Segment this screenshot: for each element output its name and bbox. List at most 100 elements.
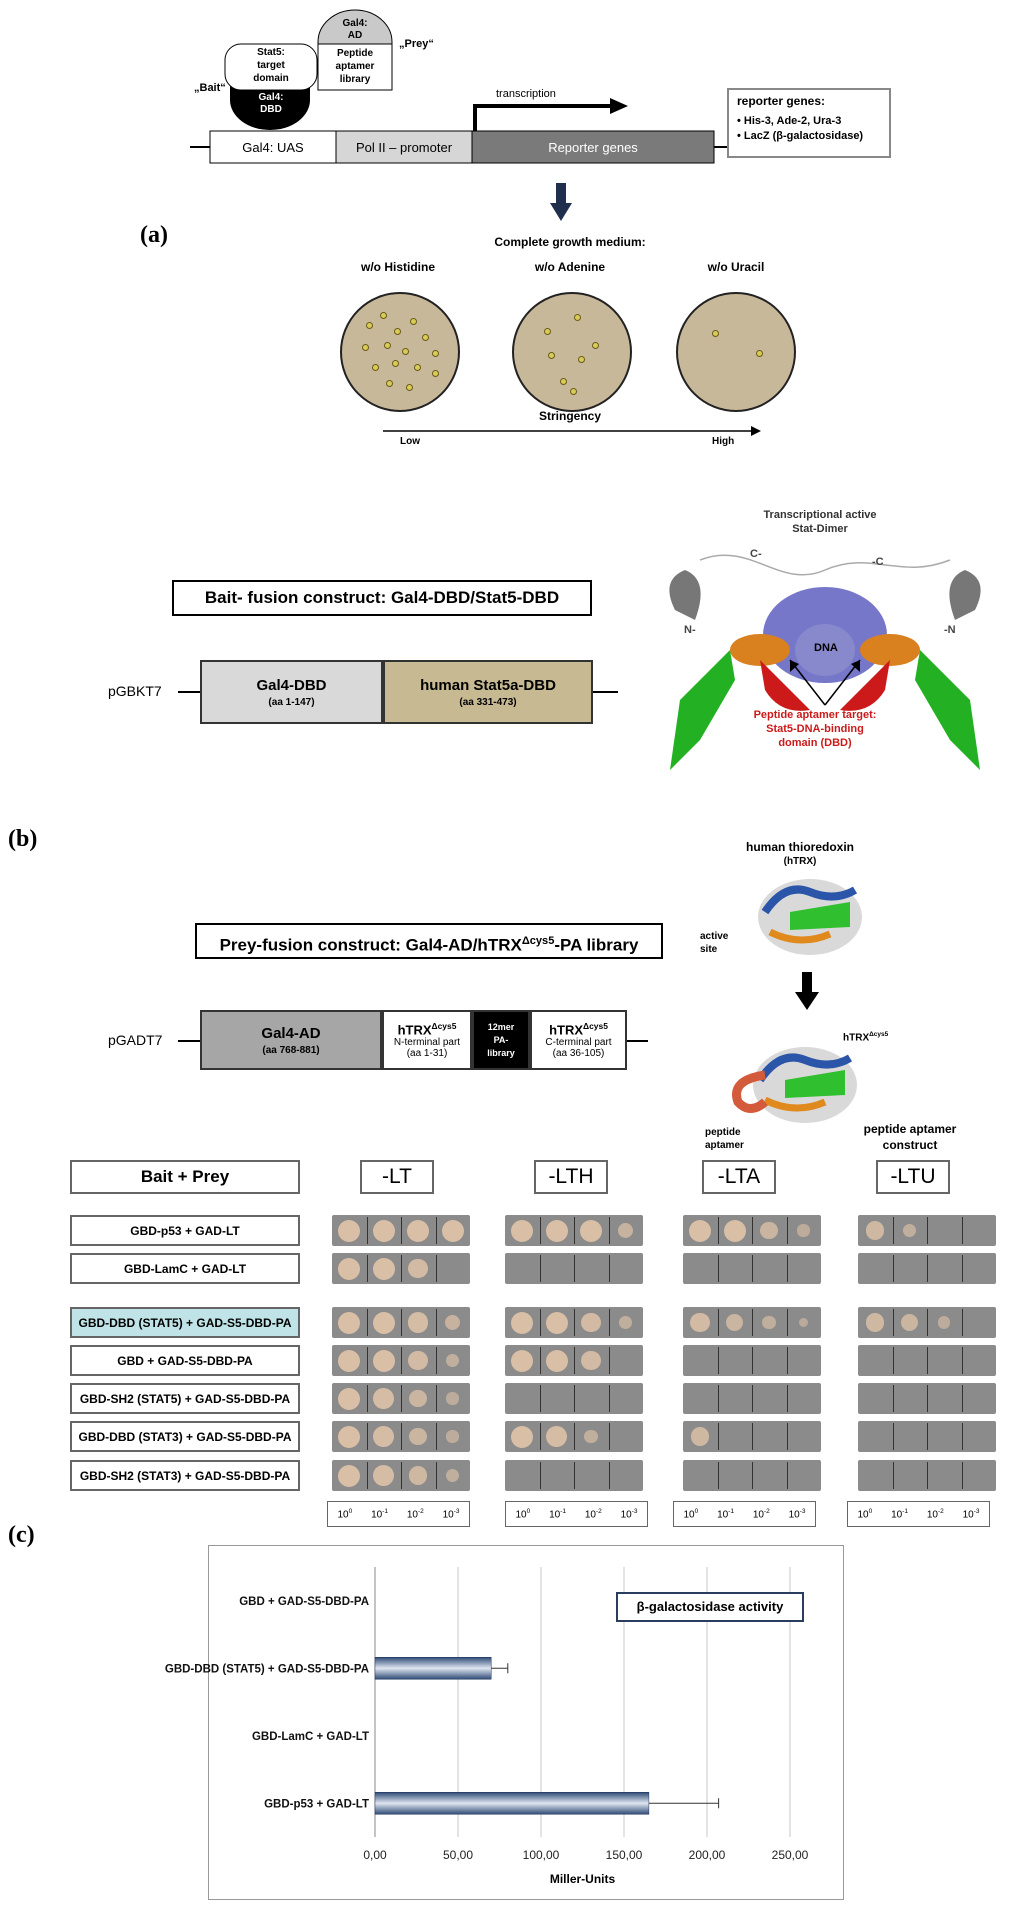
yeast-spot bbox=[338, 1425, 360, 1448]
n-terminus-right: -N bbox=[944, 624, 956, 636]
yeast-spot bbox=[511, 1219, 533, 1242]
bait-prey-row-label: GBD-LamC + GAD-LT bbox=[70, 1253, 300, 1284]
bait-tag: „Bait“ bbox=[194, 82, 226, 94]
gal4-ad-shape bbox=[317, 9, 393, 45]
plate-divider bbox=[539, 1217, 541, 1244]
chart-title-box: β-galactosidase activity bbox=[616, 1592, 804, 1622]
plate-divider bbox=[786, 1385, 788, 1412]
prey-tag: „Prey“ bbox=[399, 38, 434, 50]
plate-divider bbox=[892, 1309, 894, 1336]
yeast-spot bbox=[900, 1313, 918, 1331]
plate-divider bbox=[786, 1423, 788, 1450]
plate-divider bbox=[539, 1255, 541, 1282]
yeast-spot bbox=[617, 1222, 634, 1239]
reporter-box-title: reporter genes: bbox=[737, 94, 826, 108]
colony bbox=[362, 344, 369, 351]
plate-divider bbox=[717, 1423, 719, 1450]
dilution-label: 10-1 bbox=[891, 1507, 908, 1521]
x-tick-label: 200,00 bbox=[689, 1848, 726, 1862]
category-label: GBD-p53 + GAD-LT bbox=[264, 1798, 369, 1810]
low-label: Low bbox=[400, 436, 420, 447]
gal4-dbd-shape bbox=[230, 85, 310, 130]
plate-divider bbox=[927, 1385, 928, 1412]
x-tick-label: 50,00 bbox=[443, 1848, 473, 1862]
dilution-label: 10-2 bbox=[752, 1507, 770, 1521]
plate-divider bbox=[752, 1217, 753, 1244]
plate-divider bbox=[574, 1385, 575, 1412]
yeast-spot bbox=[581, 1312, 601, 1333]
n-terminus-left: N- bbox=[684, 624, 696, 636]
stringency-label: Stringency bbox=[538, 409, 601, 423]
dilution-label: 10-3 bbox=[620, 1507, 638, 1521]
aptamer-target-label: Peptide aptamer target: Stat5-DNA-bindin… bbox=[753, 709, 877, 749]
gal4-dbd-aa: (aa 1-147) bbox=[268, 696, 315, 708]
dilution-row: 100 10-1 10-2 10-3 bbox=[327, 1501, 470, 1527]
yeast-spot bbox=[797, 1224, 810, 1237]
spot-plate bbox=[332, 1421, 470, 1452]
htrx-sub: (hTRX) bbox=[783, 856, 817, 867]
bait-prey-header: Bait + Prey bbox=[70, 1160, 300, 1194]
down-arrow-icon bbox=[550, 183, 572, 221]
htrx-c-segment: hTRXΔcys5 C-terminal part (aa 36-105) bbox=[530, 1010, 627, 1070]
stat5-dbd-aa: (aa 331-473) bbox=[459, 696, 517, 708]
medium-header-lt: -LT bbox=[360, 1160, 434, 1194]
dilution-label: 100 bbox=[857, 1507, 873, 1521]
plate-divider bbox=[435, 1423, 437, 1450]
spot-plate bbox=[683, 1421, 821, 1452]
yeast-spot bbox=[723, 1219, 746, 1242]
plate-divider bbox=[892, 1385, 894, 1412]
spot-plate bbox=[858, 1383, 996, 1414]
dilution-label: 10-2 bbox=[406, 1507, 424, 1521]
plate-divider bbox=[608, 1255, 610, 1282]
plate-divider bbox=[401, 1347, 402, 1374]
x-tick-label: 150,00 bbox=[606, 1848, 643, 1862]
panel-label-a: (a) bbox=[140, 222, 168, 248]
plate-divider bbox=[539, 1385, 541, 1412]
yeast-spot bbox=[408, 1258, 428, 1279]
chart-frame bbox=[208, 1545, 844, 1900]
reporter-item: • His-3, Ade-2, Ura-3 bbox=[737, 115, 842, 127]
plate-divider bbox=[892, 1462, 894, 1489]
transcription-arrow bbox=[473, 104, 610, 131]
yeast-spot bbox=[690, 1427, 710, 1446]
spot-plate bbox=[505, 1253, 643, 1284]
yeast-spot bbox=[446, 1392, 459, 1405]
spot-plate bbox=[683, 1345, 821, 1376]
dilution-label: 10-3 bbox=[962, 1507, 980, 1521]
plate-divider bbox=[892, 1255, 894, 1282]
medium-header-lta: -LTA bbox=[702, 1160, 776, 1194]
dilution-label: 10-1 bbox=[717, 1507, 734, 1521]
spot-plate bbox=[332, 1383, 470, 1414]
yeast-spot bbox=[372, 1349, 395, 1372]
yeast-spot bbox=[546, 1426, 567, 1447]
colony bbox=[386, 380, 393, 387]
plate-divider bbox=[927, 1309, 928, 1336]
plate-divider bbox=[717, 1462, 719, 1489]
yeast-spot bbox=[584, 1429, 598, 1444]
yeast-spot bbox=[409, 1427, 427, 1445]
dilution-row: 100 10-1 10-2 10-3 bbox=[505, 1501, 648, 1527]
yeast-spot bbox=[618, 1315, 633, 1330]
colony bbox=[392, 360, 399, 367]
stat5-label: Stat5: target domain bbox=[253, 47, 289, 84]
plate-divider bbox=[574, 1217, 575, 1244]
htrx-n-sub: N-terminal part bbox=[393, 1037, 461, 1049]
stat5-dbd-segment: human Stat5a-DBD (aa 331-473) bbox=[383, 660, 593, 724]
c-terminus-left: C- bbox=[750, 548, 762, 560]
plate-divider bbox=[961, 1255, 963, 1282]
spot-plate bbox=[858, 1460, 996, 1491]
plate-divider bbox=[961, 1385, 963, 1412]
prey-title-tail: -PA library bbox=[554, 935, 639, 955]
plate-divider bbox=[401, 1309, 402, 1336]
petri-dish-adenine bbox=[512, 292, 632, 412]
category-label: GBD-DBD (STAT5) + GAD-S5-DBD-PA bbox=[165, 1663, 369, 1675]
yeast-spot bbox=[545, 1311, 568, 1334]
peptide-lib-label: Peptide aptamer library bbox=[335, 48, 375, 85]
spot-plate bbox=[683, 1383, 821, 1414]
htrx-mut-label: hTRXΔcys5 bbox=[843, 1031, 889, 1044]
bait-prey-row-label: GBD-p53 + GAD-LT bbox=[70, 1215, 300, 1246]
high-label: High bbox=[712, 436, 735, 447]
plate-divider bbox=[927, 1255, 928, 1282]
plate-divider bbox=[435, 1255, 437, 1282]
stat5-dbd-name: human Stat5a-DBD bbox=[420, 676, 556, 694]
